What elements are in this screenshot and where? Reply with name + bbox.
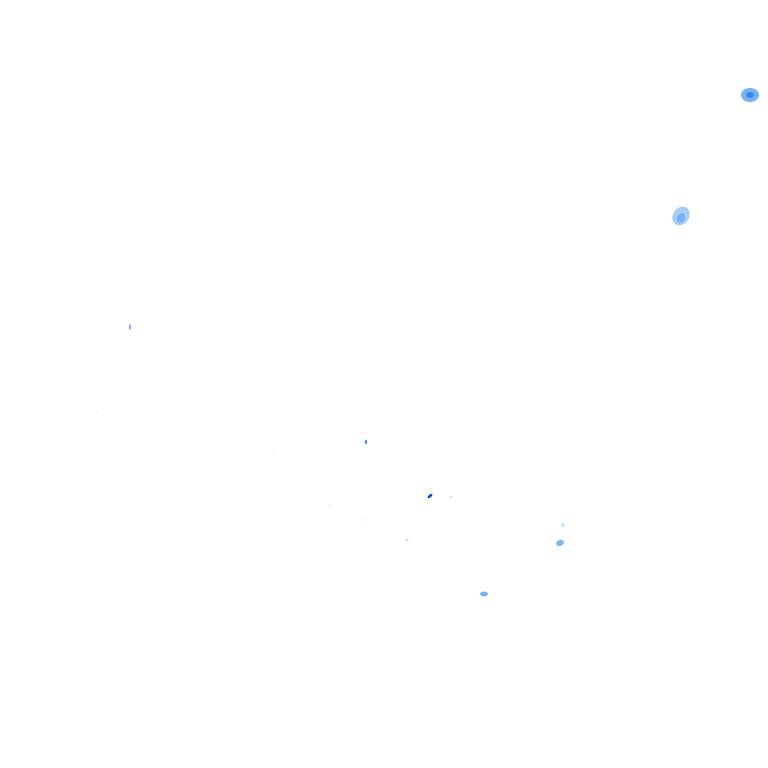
echo-dot-5 bbox=[33, 337, 35, 339]
echo-center bbox=[364, 439, 368, 445]
echo-dot-2 bbox=[361, 519, 363, 521]
echo-dot-3 bbox=[273, 449, 275, 451]
echo-right-center-faint bbox=[561, 522, 565, 528]
echo-upper-right-core bbox=[676, 213, 686, 223]
echo-top-right-core bbox=[746, 92, 754, 98]
echo-center-faint bbox=[449, 496, 453, 498]
echo-small-1 bbox=[405, 539, 409, 541]
echo-dot-1 bbox=[329, 504, 331, 506]
echo-center-dark bbox=[427, 493, 433, 499]
echo-right-center bbox=[556, 539, 564, 547]
precipitation-echo-layer bbox=[33, 88, 759, 597]
echo-lower bbox=[480, 591, 488, 597]
echo-dot-4 bbox=[96, 412, 98, 414]
echo-left bbox=[128, 324, 132, 330]
